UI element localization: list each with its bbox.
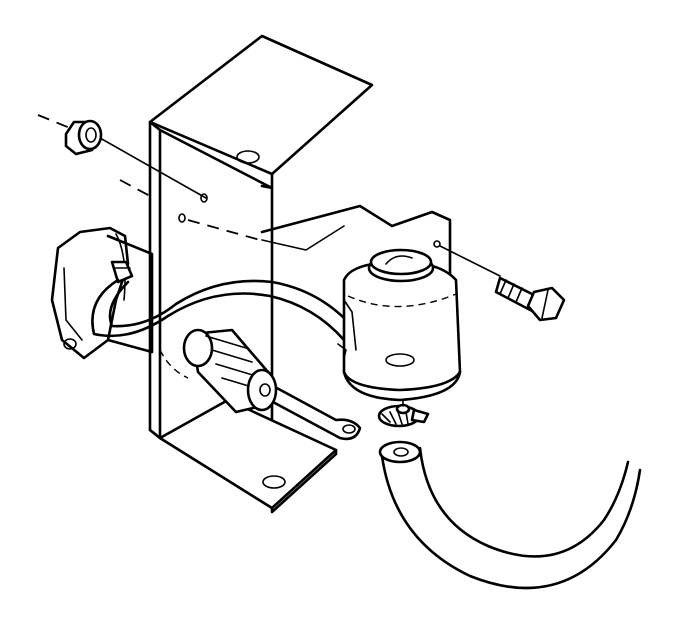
mounting-bracket: [148, 34, 374, 514]
fuel-filter: [337, 260, 462, 402]
bracket-top-hole: [236, 150, 260, 164]
damper: [159, 328, 278, 414]
filter-mount-tab: [260, 204, 452, 280]
lower-hose: [378, 440, 642, 590]
bracket-bottom-hole: [262, 475, 286, 489]
nut: [64, 119, 103, 156]
pump-motor: [50, 226, 154, 360]
assembly-line-nut: [37, 114, 71, 129]
fuel-filter-cap: [367, 248, 435, 283]
hose-clamp: [377, 399, 430, 428]
damper-rod: [256, 378, 362, 441]
hose: [91, 278, 352, 342]
bolt: [494, 276, 566, 322]
